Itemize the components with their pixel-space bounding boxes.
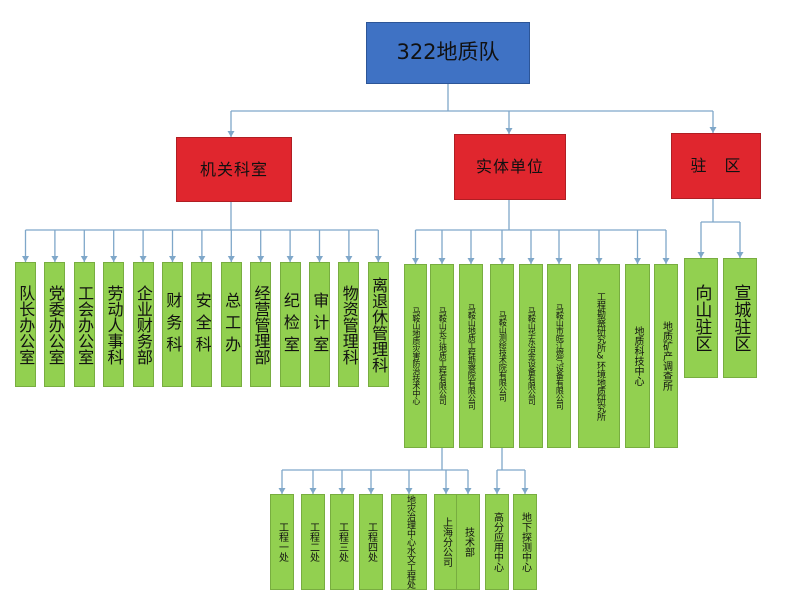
admin-unit: 队长办公室	[15, 262, 36, 387]
entity-unit: 马鞍山测绘技术院有限公司	[490, 264, 514, 448]
sub-unit: 上海分公司	[434, 494, 458, 590]
arrow-admin-unit	[374, 256, 382, 262]
sub-unit: 工程二处	[301, 494, 325, 590]
arrow-entity-unit	[438, 258, 446, 264]
entity-unit: 马鞍山地质工程勘察院有限公司	[459, 264, 483, 448]
arrow-sub-a-unit	[367, 488, 375, 494]
sub-unit: 高分应用中心	[485, 494, 509, 590]
entity-unit: 马鞍山长江地质工程有限公司	[430, 264, 454, 448]
sub-unit: 工程四处	[359, 494, 383, 590]
arrow-sub-a-unit	[464, 488, 472, 494]
arrow-admin-unit	[345, 256, 353, 262]
admin-unit: 经营管理部	[250, 262, 272, 387]
sub-unit: 地灾治理中心水文工程处	[391, 494, 427, 590]
arrow-admin-unit	[257, 256, 265, 262]
sub-unit: 技术部	[456, 494, 480, 590]
entity-unit: 地质科技中心	[625, 264, 650, 448]
arrow-admin-unit	[169, 256, 176, 262]
arrow-admin-unit	[139, 256, 147, 262]
arrow-admin-unit	[316, 256, 323, 262]
arrow-entity-unit	[555, 258, 563, 264]
arrow-entity-unit	[595, 258, 603, 264]
sub-unit: 地下探测中心	[513, 494, 537, 590]
arrow-sub-a-unit	[309, 488, 317, 494]
arrow-sub-a-unit	[442, 488, 450, 494]
station-unit: 向山驻区	[684, 258, 718, 378]
arrow-admin-unit	[286, 256, 294, 262]
entity-unit: 马鞍山市皖江燃气设备有限公司	[547, 264, 571, 448]
sub-unit: 工程一处	[270, 494, 294, 590]
arrow-admin-unit	[110, 256, 118, 262]
admin-unit: 纪检室	[279, 262, 301, 387]
entity-unit: 工程勘察研究所&环境地质研究所	[578, 264, 620, 448]
arrow-sub-a-unit	[405, 488, 413, 494]
arrow-admin-unit	[198, 256, 206, 262]
entity-unit: 马鞍山华东冶金设备有限公司	[519, 264, 543, 448]
admin-unit: 审计室	[309, 262, 330, 387]
arrow-to-admin	[227, 131, 235, 137]
sub-unit: 工程三处	[330, 494, 354, 590]
arrow-station-unit	[697, 252, 705, 258]
arrow-admin-unit	[227, 256, 235, 262]
admin-unit: 党委办公室	[44, 262, 66, 387]
admin-unit: 总工办	[220, 262, 242, 387]
arrow-admin-unit	[80, 256, 88, 262]
arrow-sub-a-unit	[278, 488, 286, 494]
arrow-entity-unit	[498, 258, 506, 264]
admin-unit: 劳动人事科	[103, 262, 125, 387]
admin-unit: 工会办公室	[73, 262, 95, 387]
arrow-to-station	[709, 127, 717, 133]
arrow-sub-b-unit	[521, 488, 529, 494]
entity-unit: 地质矿产调查所	[654, 264, 678, 448]
arrow-sub-a-unit	[338, 488, 346, 494]
arrow-entity-unit	[527, 258, 535, 264]
station-unit: 宣城驻区	[723, 258, 757, 378]
arrow-to-entity	[505, 128, 513, 134]
arrow-sub-b-unit	[493, 488, 501, 494]
entity-unit: 马鞍山地质灾害防治技术中心	[404, 264, 427, 448]
category-admin: 机关科室	[176, 137, 292, 202]
arrow-entity-unit	[634, 258, 641, 264]
arrow-entity-unit	[412, 258, 419, 264]
arrow-entity-unit	[467, 258, 475, 264]
arrow-entity-unit	[662, 258, 670, 264]
admin-unit: 安全科	[191, 262, 213, 387]
arrow-admin-unit	[51, 256, 59, 262]
arrow-station-unit	[736, 252, 744, 258]
admin-unit: 物资管理科	[338, 262, 360, 387]
admin-unit: 财务科	[162, 262, 183, 387]
admin-unit: 离退休管理科	[367, 262, 389, 387]
category-entity: 实体单位	[454, 134, 566, 200]
category-station: 驻 区	[671, 133, 761, 199]
admin-unit: 企业财务部	[132, 262, 154, 387]
arrow-admin-unit	[22, 256, 29, 262]
root-node: 322地质队	[366, 22, 530, 84]
